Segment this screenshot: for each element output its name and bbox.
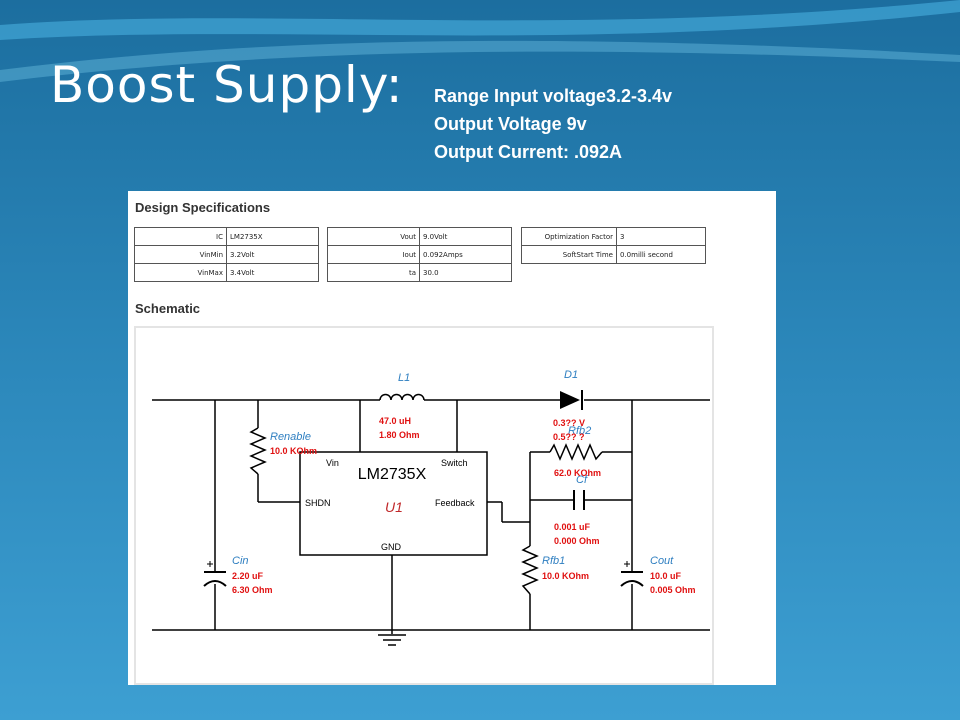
table-value: 9.0Volt	[419, 227, 512, 246]
design-specifications-heading: Design Specifications	[135, 200, 271, 215]
ic-u1-body	[299, 451, 488, 556]
ic-part-number: LM2735X	[358, 466, 427, 483]
diode-d1-symbol	[560, 390, 583, 410]
rfb1-label: Rfb1	[542, 555, 565, 567]
resistor-rfb1-symbol	[521, 545, 539, 595]
table-value: 0.092Amps	[419, 245, 512, 264]
table-key: Optimization Factor	[521, 227, 617, 246]
cout-label: Cout	[650, 555, 674, 567]
pin-feedback-label: Feedback	[435, 498, 475, 508]
background-swoosh	[0, 0, 960, 82]
table-key: SoftStart Time	[521, 245, 617, 264]
table-key: VinMax	[134, 263, 227, 282]
l1-label: L1	[398, 372, 410, 384]
cout-resistance: 0.005 Ohm	[650, 585, 696, 595]
table-value: 3.4Volt	[226, 263, 319, 282]
table-key: Iout	[327, 245, 420, 264]
pin-gnd-label: GND	[381, 542, 402, 552]
spec-output-voltage: Output Voltage 9v	[434, 114, 587, 134]
cf-resistance: 0.000 Ohm	[554, 536, 600, 546]
l1-resistance: 1.80 Ohm	[379, 430, 420, 440]
capacitor-cout-symbol	[620, 561, 644, 587]
rfb2-label: Rfb2	[568, 425, 591, 437]
table-key: IC	[134, 227, 227, 246]
resistor-rfb2-symbol	[549, 443, 603, 461]
ic-reference: U1	[385, 499, 403, 515]
inductor-l1-symbol	[379, 393, 425, 401]
table-value: 0.0milli second	[616, 245, 706, 264]
table-key: VinMin	[134, 245, 227, 264]
capacitor-cf-symbol	[573, 490, 585, 510]
resistor-renable-symbol	[249, 427, 267, 475]
spec-output-current: Output Current: .092A	[434, 142, 623, 162]
ground-symbol	[378, 634, 406, 646]
rfb2-value: 62.0 KOhm	[554, 468, 601, 478]
d1-value-1: 0.3?? V	[553, 418, 585, 428]
spec-list: Range Input voltage3.2-3.4v Output Volta…	[434, 82, 672, 166]
cin-capacitance: 2.20 uF	[232, 571, 264, 581]
d1-label: D1	[564, 369, 578, 381]
table-key: Vout	[327, 227, 420, 246]
slide-title: Boost Supply:	[50, 56, 404, 114]
renable-label: Renable	[270, 431, 311, 443]
cf-capacitance: 0.001 uF	[554, 522, 591, 532]
spec-input-voltage: Range Input voltage3.2-3.4v	[434, 86, 673, 106]
schematic-diagram: LM2735X U1 Vin Switch SHDN Feedback GND …	[134, 326, 714, 685]
table-key: ta	[327, 263, 420, 282]
table-value: 30.0	[419, 263, 512, 282]
table-value: 3.2Volt	[226, 245, 319, 264]
cout-capacitance: 10.0 uF	[650, 571, 682, 581]
cin-resistance: 6.30 Ohm	[232, 585, 273, 595]
cin-label: Cin	[232, 555, 249, 567]
renable-value: 10.0 KOhm	[270, 446, 317, 456]
schematic-heading: Schematic	[135, 301, 201, 316]
rfb1-value: 10.0 KOhm	[542, 571, 589, 581]
cf-label: Cf	[576, 474, 588, 486]
pin-vin-label: Vin	[326, 458, 339, 468]
wires	[152, 399, 710, 634]
table-value: 3	[616, 227, 706, 246]
l1-inductance: 47.0 uH	[379, 416, 411, 426]
capacitor-cin-symbol	[203, 561, 227, 587]
pin-shdn-label: SHDN	[305, 498, 331, 508]
table-value: LM2735X	[226, 227, 319, 246]
d1-value-2: 0.5?? ?	[553, 432, 585, 442]
pin-switch-label: Switch	[441, 458, 468, 468]
